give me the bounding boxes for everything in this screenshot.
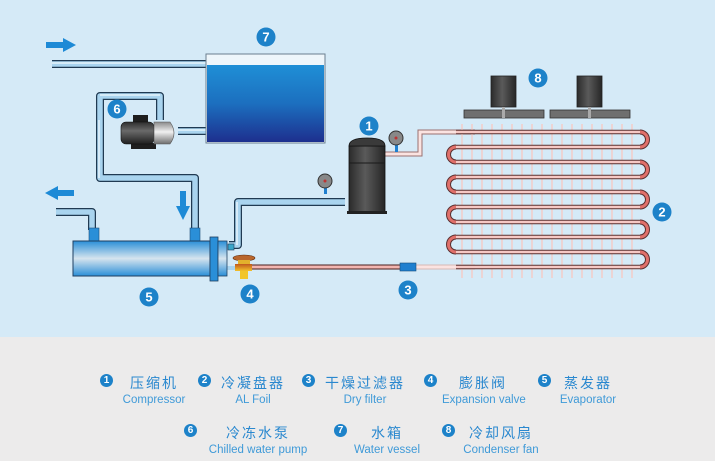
legend-en-label: Evaporator bbox=[559, 394, 617, 406]
coil-bend bbox=[447, 235, 457, 254]
legend-number: 8 bbox=[442, 424, 455, 437]
legend-cn-label: 冷冻水泵 bbox=[226, 426, 290, 442]
legend-item-pump: 6 冷冻水泵 Chilled water pump bbox=[184, 423, 314, 456]
legend-en-label: Water vessel bbox=[353, 444, 421, 456]
legend-item-evaporator: 5 蒸发器 Evaporator bbox=[538, 373, 620, 406]
coil-bend bbox=[639, 250, 649, 269]
pressure-gauge-suction bbox=[317, 173, 333, 194]
coil-bend bbox=[639, 220, 649, 239]
water-vessel bbox=[205, 53, 326, 144]
legend: 1 压缩机 Compressor 2 冷凝盘器 AL Foil 3 干燥过滤器 … bbox=[0, 337, 715, 461]
coil-bend bbox=[639, 160, 649, 179]
svg-text:4: 4 bbox=[246, 287, 254, 302]
legend-cn-label: 冷却风扇 bbox=[469, 426, 533, 442]
legend-number: 4 bbox=[424, 374, 437, 387]
legend-en-label: Compressor bbox=[122, 394, 186, 406]
legend-en-label: Expansion valve bbox=[442, 394, 526, 406]
legend-item-condenser: 2 冷凝盘器 AL Foil bbox=[198, 373, 290, 406]
inlet-arrow-icon bbox=[46, 38, 76, 52]
svg-text:6: 6 bbox=[113, 102, 120, 117]
legend-cn-label: 膨胀阀 bbox=[459, 376, 507, 392]
badge-evaporator: 5 bbox=[139, 287, 159, 307]
condenser-coil bbox=[446, 124, 650, 278]
legend-en-label: Dry filter bbox=[343, 394, 387, 406]
coil-bend bbox=[639, 190, 649, 209]
legend-item-water-vessel: 7 水箱 Water vessel bbox=[334, 423, 422, 456]
badge-condenser: 2 bbox=[652, 202, 672, 222]
badge-dry-filter: 3 bbox=[398, 280, 418, 300]
expansion-valve bbox=[232, 254, 256, 279]
svg-text:2: 2 bbox=[658, 205, 665, 220]
condenser-fan-right bbox=[549, 75, 631, 119]
legend-number: 5 bbox=[538, 374, 551, 387]
legend-number: 7 bbox=[334, 424, 347, 437]
chilled-water-pump bbox=[120, 115, 175, 149]
legend-en-label: AL Foil bbox=[235, 394, 271, 406]
svg-text:5: 5 bbox=[145, 290, 152, 305]
legend-cn-label: 水箱 bbox=[371, 426, 403, 442]
legend-number: 2 bbox=[198, 374, 211, 387]
legend-item-expansion-valve: 4 膨胀阀 Expansion valve bbox=[424, 373, 526, 406]
legend-en-label: Chilled water pump bbox=[208, 444, 308, 456]
coil-bend bbox=[639, 130, 649, 149]
legend-number: 1 bbox=[100, 374, 113, 387]
legend-number: 6 bbox=[184, 424, 197, 437]
return-arrow-icon bbox=[176, 191, 190, 220]
water-pipes bbox=[52, 60, 345, 249]
compressor bbox=[347, 137, 387, 214]
badge-water-vessel: 7 bbox=[256, 27, 276, 47]
legend-cn-label: 干燥过滤器 bbox=[325, 376, 405, 392]
refrigerant-pipes bbox=[250, 129, 475, 270]
badge-compressor: 1 bbox=[359, 116, 379, 136]
schematic-svg: 1 2 3 4 5 6 7 8 bbox=[45, 27, 672, 307]
coil-bend bbox=[447, 175, 457, 194]
badge-pump: 6 bbox=[107, 99, 127, 119]
legend-cn-label: 压缩机 bbox=[130, 376, 178, 392]
condenser-fan-left bbox=[463, 75, 545, 119]
svg-text:3: 3 bbox=[404, 283, 411, 298]
legend-cn-label: 蒸发器 bbox=[564, 376, 612, 392]
outlet-arrow-icon bbox=[45, 186, 74, 200]
legend-en-label: Condenser fan bbox=[463, 444, 539, 456]
coil-bend bbox=[447, 205, 457, 224]
legend-item-compressor: 1 压缩机 Compressor bbox=[100, 373, 190, 406]
legend-cn-label: 冷凝盘器 bbox=[221, 376, 285, 392]
pressure-gauge-discharge bbox=[388, 130, 404, 152]
legend-number: 3 bbox=[302, 374, 315, 387]
dry-filter bbox=[399, 262, 417, 272]
evaporator bbox=[72, 227, 235, 282]
svg-text:1: 1 bbox=[365, 119, 372, 134]
coil-bend bbox=[447, 145, 457, 164]
legend-item-fan: 8 冷却风扇 Condenser fan bbox=[442, 423, 542, 456]
legend-item-dry-filter: 3 干燥过滤器 Dry filter bbox=[302, 373, 410, 406]
schematic-area: 1 2 3 4 5 6 7 8 bbox=[0, 0, 715, 337]
badge-expansion-valve: 4 bbox=[240, 284, 260, 304]
svg-text:7: 7 bbox=[262, 30, 269, 45]
svg-text:8: 8 bbox=[534, 71, 541, 86]
badge-fan: 8 bbox=[528, 68, 548, 88]
